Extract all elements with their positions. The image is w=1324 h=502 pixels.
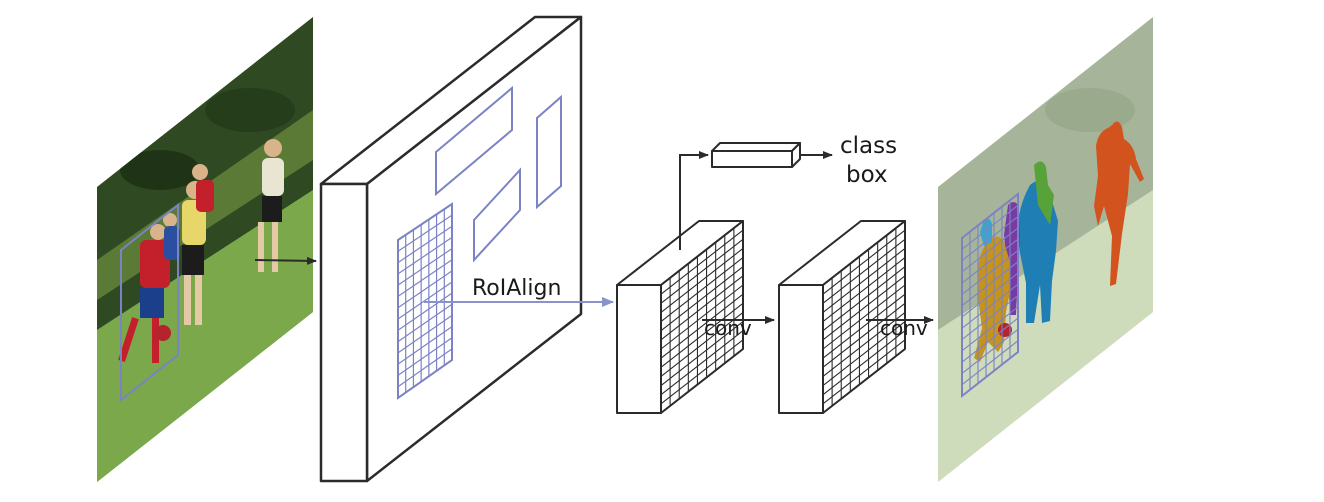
grid-line bbox=[822, 321, 906, 387]
grid-line bbox=[822, 275, 906, 341]
grid-line bbox=[961, 306, 1019, 352]
roi-grid bbox=[397, 202, 453, 400]
conv-label-2: conv bbox=[880, 316, 928, 340]
conv-label-1: conv bbox=[704, 316, 752, 340]
fc-head-block bbox=[711, 142, 801, 168]
grid-line bbox=[397, 236, 453, 275]
grid-line bbox=[961, 204, 1019, 250]
grid-line bbox=[961, 261, 1019, 307]
grid-line bbox=[397, 214, 453, 252]
grid-line bbox=[961, 249, 1019, 295]
mask-green-person bbox=[1034, 161, 1054, 225]
grid-line bbox=[660, 302, 744, 368]
grid-line bbox=[961, 328, 1019, 374]
grid-line bbox=[397, 314, 453, 354]
grid-line bbox=[822, 339, 906, 405]
grid-line bbox=[822, 266, 906, 332]
roi-feature-block bbox=[616, 220, 744, 414]
grid-line bbox=[660, 339, 744, 405]
grid-line bbox=[397, 303, 453, 343]
grid-line bbox=[961, 272, 1019, 318]
grid-line bbox=[660, 321, 744, 387]
input-image bbox=[97, 17, 313, 482]
mask-orange-person bbox=[1094, 121, 1144, 286]
grid-line bbox=[397, 348, 453, 388]
grid-line bbox=[961, 317, 1019, 363]
grid-line bbox=[397, 326, 453, 365]
output-image bbox=[938, 17, 1153, 482]
mask-feature-block bbox=[778, 220, 906, 414]
grid-line bbox=[660, 311, 744, 377]
head-branch-line bbox=[679, 151, 709, 250]
grid-line bbox=[961, 283, 1019, 329]
grid-line bbox=[822, 229, 906, 295]
grid-line bbox=[660, 257, 744, 323]
mask-purple-person bbox=[1004, 202, 1020, 315]
grid-line bbox=[822, 330, 906, 396]
grid-line bbox=[660, 247, 744, 313]
input-roi-box bbox=[120, 202, 179, 403]
grid-line bbox=[660, 284, 744, 350]
grid-line bbox=[660, 330, 744, 396]
grid-line bbox=[397, 248, 453, 286]
grid-line bbox=[961, 227, 1019, 273]
grid-line bbox=[660, 293, 744, 359]
output-roi-grid bbox=[961, 191, 1019, 399]
input-to-features-arrow bbox=[254, 256, 317, 265]
class-label: class bbox=[840, 133, 897, 159]
grid-line bbox=[961, 340, 1019, 386]
box-label: box bbox=[846, 162, 888, 188]
grid-line bbox=[397, 292, 453, 331]
grid-line bbox=[822, 302, 906, 368]
grid-line bbox=[660, 266, 744, 332]
grid-line bbox=[961, 216, 1019, 262]
grid-line bbox=[397, 337, 453, 376]
grid-line bbox=[397, 259, 453, 297]
grid-line bbox=[822, 293, 906, 359]
grid-line bbox=[660, 238, 744, 304]
roialign-label: RoIAlign bbox=[472, 276, 561, 301]
grid-line bbox=[822, 311, 906, 377]
grid-line bbox=[822, 247, 906, 313]
grid-line bbox=[397, 281, 453, 320]
region-proposals bbox=[435, 85, 562, 263]
grid-line bbox=[822, 284, 906, 350]
grid-line bbox=[822, 257, 906, 323]
grid-line bbox=[660, 229, 744, 295]
grid-line bbox=[961, 238, 1019, 284]
grid-line bbox=[660, 275, 744, 341]
grid-line bbox=[397, 270, 453, 309]
grid-line bbox=[397, 225, 453, 264]
grid-line bbox=[961, 295, 1019, 341]
grid-line bbox=[822, 238, 906, 304]
